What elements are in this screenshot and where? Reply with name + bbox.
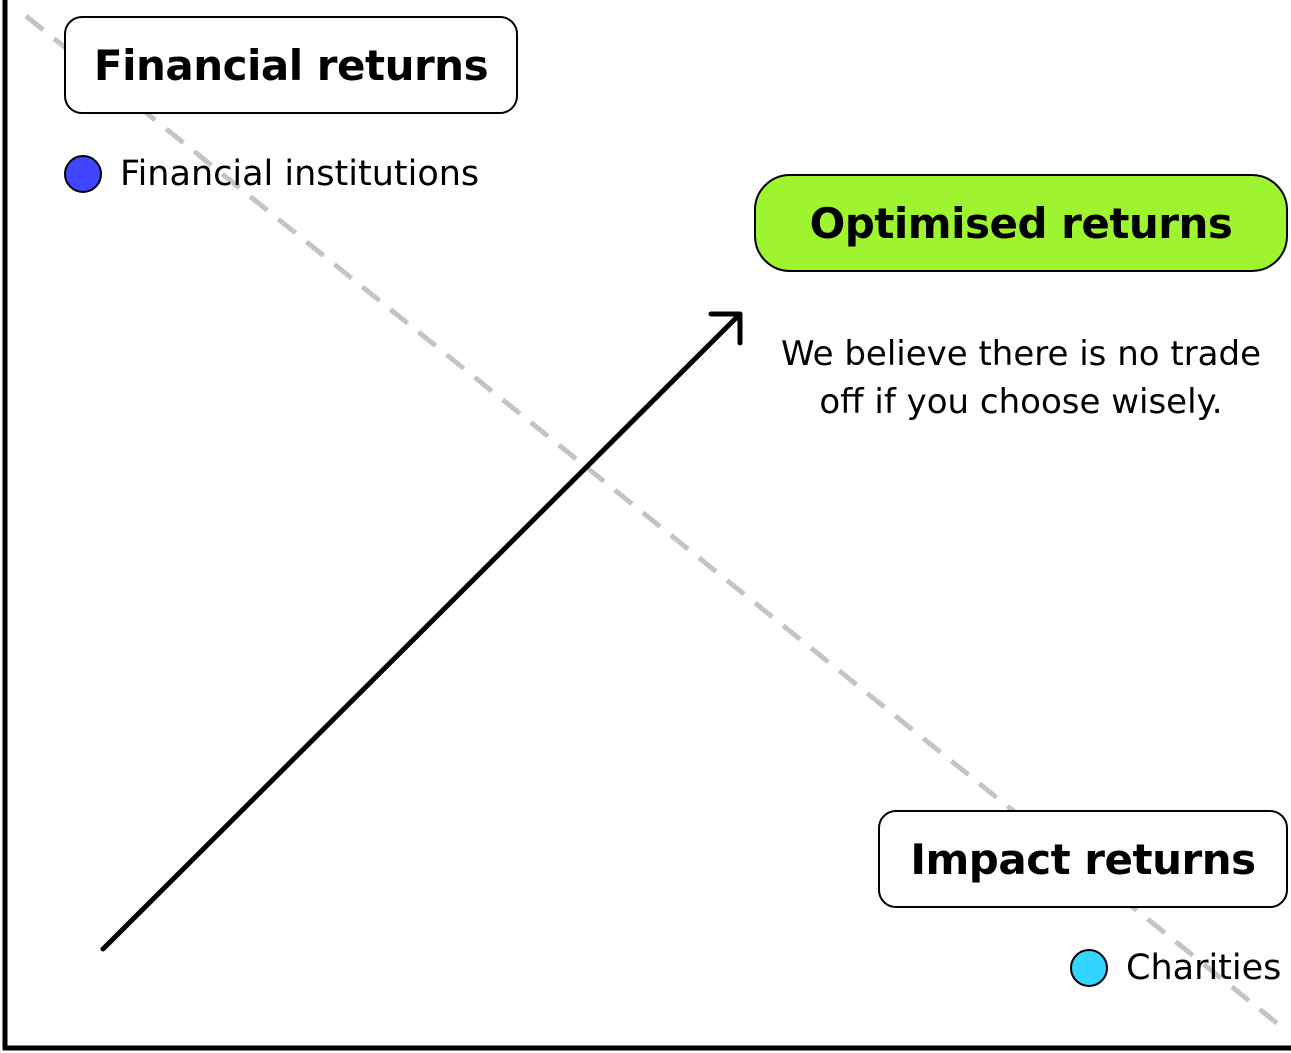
optimised-returns-label: Optimised returns [809, 198, 1233, 248]
legend-financial-institutions: Financial institutions [64, 150, 479, 198]
optimised-returns-box: Optimised returns [754, 174, 1288, 272]
legend-charities: Charities [1070, 944, 1281, 992]
financial-institutions-label: Financial institutions [120, 154, 480, 194]
optimisation-arrow-shaft [100, 313, 741, 952]
financial-returns-box: Financial returns [64, 16, 518, 114]
charities-dot-icon [1070, 949, 1108, 987]
caption-line-2: off if you choose wisely. [819, 382, 1223, 422]
caption-line-1: We believe there is no trade [780, 334, 1262, 374]
financial-returns-label: Financial returns [93, 40, 489, 90]
optimised-caption: We believe there is no trade off if you … [754, 330, 1288, 426]
optimisation-arrowhead [708, 311, 743, 346]
financial-institutions-dot-icon [64, 155, 102, 193]
impact-returns-label: Impact returns [910, 834, 1256, 884]
impact-returns-box: Impact returns [878, 810, 1288, 908]
charities-label: Charities [1126, 948, 1282, 988]
